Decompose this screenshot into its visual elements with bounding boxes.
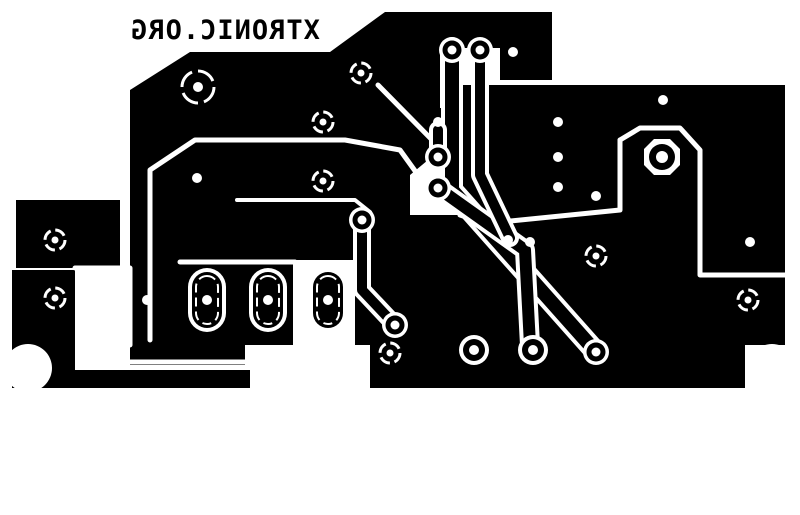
pad-large-right [644,139,680,175]
pad-top-2 [467,37,493,63]
pad-bottom-1 [459,335,489,365]
oval-pad-1 [188,268,226,332]
copper-pour-left-bottom [12,270,250,388]
oval-pad-3 [309,268,347,332]
pad-top-1 [439,37,465,63]
round-pads [459,139,680,365]
oval-pad-2 [249,268,287,332]
copper-pour-main [130,12,552,365]
oval-pads [188,268,347,332]
silkscreen-label: XTRONIC.ORG [130,14,320,46]
pad-s-bottom [382,312,408,338]
copper-pour-left-top [16,200,120,268]
pad-s-top [349,207,375,233]
mounting-hole-right [748,344,796,392]
mounting-hole-left [4,344,52,392]
mounting-holes [4,344,796,392]
pad-mid-2 [425,175,451,201]
pad-bottom-3 [583,339,609,365]
pad-bottom-2 [518,335,548,365]
isolation-gaps [72,82,788,365]
pad-mid-1 [425,144,451,170]
